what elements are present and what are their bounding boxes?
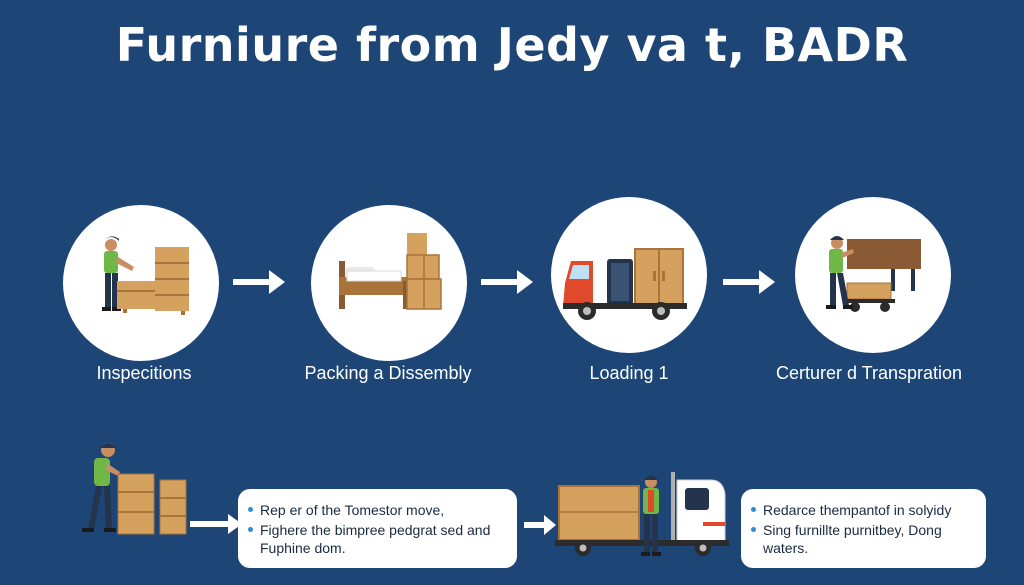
step-3-label: Loading 1 bbox=[589, 363, 669, 383]
truck-loading-illustration bbox=[555, 472, 729, 556]
note-2-item-2: Sing furnillte purnitbey, Dong waters. bbox=[751, 521, 972, 557]
arrow-right-icon bbox=[524, 515, 556, 535]
truck-icon bbox=[563, 248, 687, 320]
bed-boxes-icon bbox=[339, 233, 442, 310]
connector-arrow-icon bbox=[190, 514, 242, 534]
worker-boxes-icon bbox=[102, 236, 189, 315]
arrow-right-icon bbox=[481, 270, 533, 294]
arrow-right-icon bbox=[723, 270, 775, 294]
step-1-label: Inspecitions bbox=[96, 363, 192, 383]
note-1-item-2: Fighere the bimpree pedgrat sed and Fuph… bbox=[248, 521, 503, 557]
worker-pushing-boxes-illustration bbox=[82, 443, 187, 535]
step-4-circle bbox=[795, 197, 951, 353]
note-box-1: Rep er of the Tomestor move, Fighere the… bbox=[238, 489, 517, 568]
step-1-circle bbox=[63, 205, 219, 361]
step-4-label: Certurer d Transpration bbox=[775, 363, 963, 383]
page-title: Furniure from Jedy va t, BADR bbox=[115, 18, 909, 72]
worker-cart-icon bbox=[826, 236, 921, 312]
step-3-circle bbox=[551, 197, 707, 353]
note-box-2: Redarce thempantof in solyidy Sing furni… bbox=[741, 489, 986, 568]
arrow-right-icon bbox=[233, 270, 285, 294]
step-2-circle bbox=[311, 205, 467, 361]
note-1-item-1: Rep er of the Tomestor move, bbox=[248, 501, 503, 519]
note-2-item-1: Redarce thempantof in solyidy bbox=[751, 501, 972, 519]
step-2-label: Packing a Dissembly bbox=[304, 363, 472, 383]
